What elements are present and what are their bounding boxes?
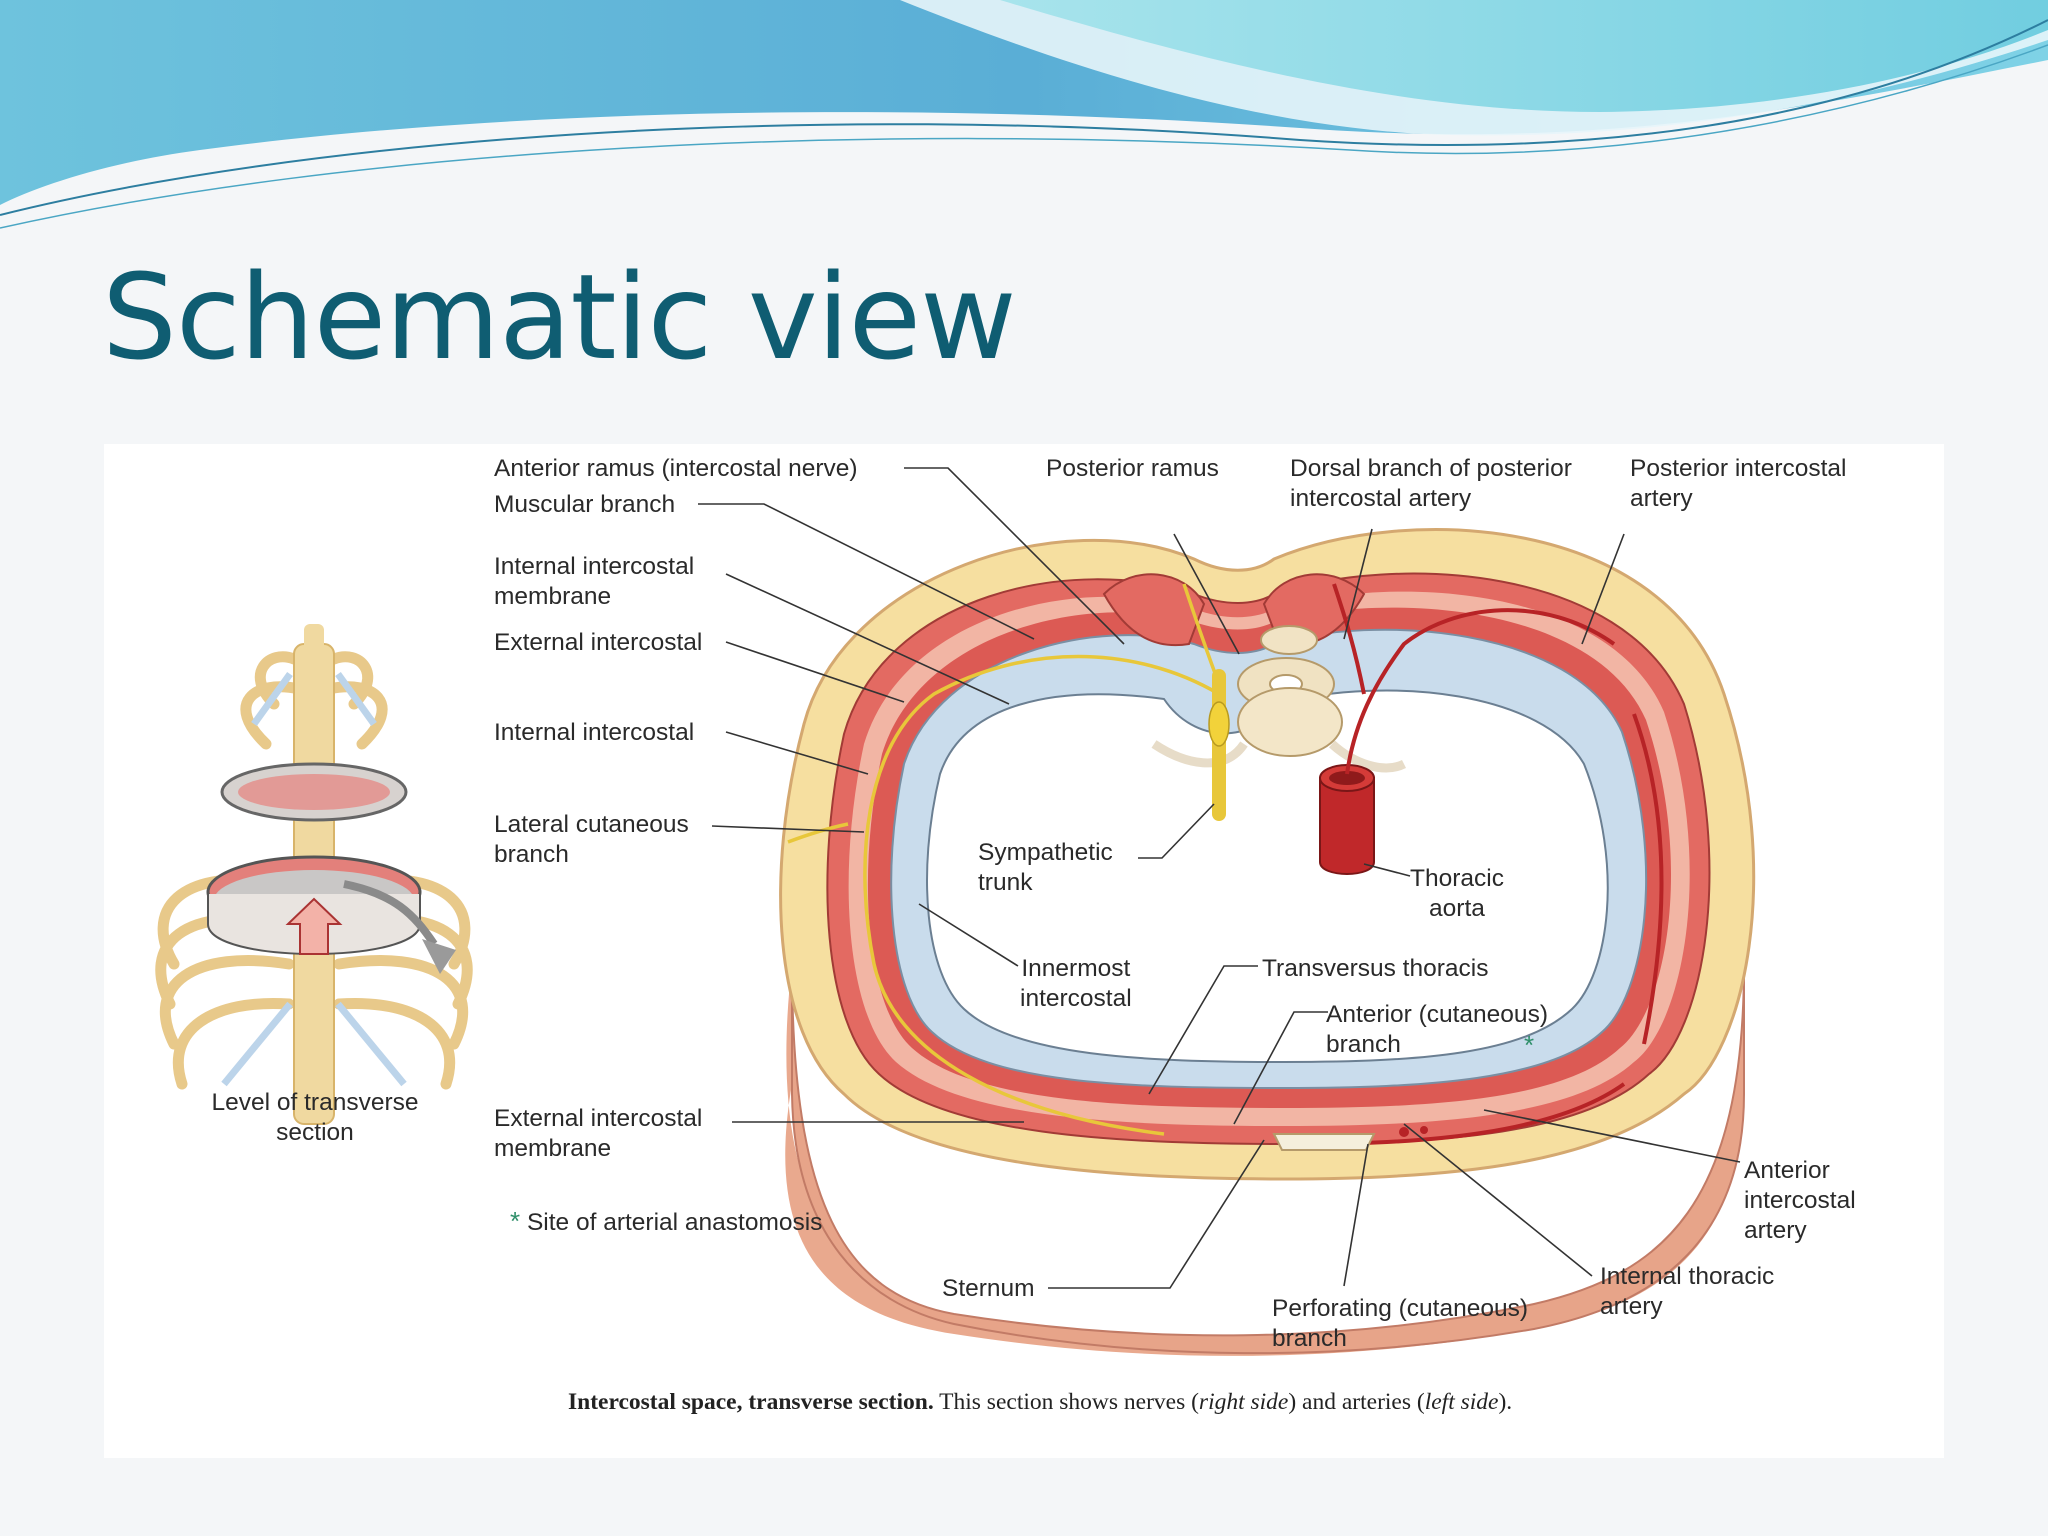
- label-lateral-cutaneous-branch: Lateral cutaneous branch: [494, 811, 689, 868]
- label-posterior-ramus: Posterior ramus: [1046, 455, 1219, 482]
- caption-text-3: ).: [1498, 1389, 1513, 1415]
- label-thoracic-aorta: Thoracic aorta: [1410, 865, 1504, 922]
- label-innermost-intercostal: Innermost intercostal: [1020, 955, 1132, 1012]
- label-external-intercostal: External intercostal: [494, 629, 703, 656]
- label-anterior-ramus: Anterior ramus (intercostal nerve): [494, 455, 858, 482]
- label-anterior-intercostal-artery: Anterior intercostal artery: [1744, 1157, 1856, 1244]
- anatomy-figure: Anterior ramus (intercostal nerve) Muscu…: [104, 444, 1944, 1458]
- label-transversus-thoracis: Transversus thoracis: [1262, 955, 1489, 982]
- label-sympathetic-trunk: Sympathetic trunk: [978, 839, 1113, 896]
- caption-text-1: This section shows nerves (: [933, 1389, 1199, 1415]
- label-internal-intercostal-membrane: Internal intercostal membrane: [494, 553, 695, 610]
- legend-star-icon: *: [510, 1206, 521, 1236]
- label-perforating-branch: Perforating (cutaneous) branch: [1272, 1295, 1529, 1352]
- label-internal-thoracic-artery: Internal thoracic artery: [1600, 1263, 1775, 1320]
- caption-text-2: ) and arteries (: [1288, 1389, 1425, 1415]
- leader-lines: [698, 467, 1741, 1289]
- wave-banner: [0, 0, 2048, 229]
- transverse-section: [779, 528, 1756, 1356]
- caption-italic-2: left side: [1424, 1389, 1499, 1415]
- slide-title: Schematic view: [102, 248, 1017, 386]
- label-dorsal-branch: Dorsal branch of posterior intercostal a…: [1290, 455, 1572, 512]
- label-internal-intercostal: Internal intercostal: [494, 719, 695, 746]
- label-posterior-intercostal-artery: Posterior intercostal artery: [1630, 455, 1847, 512]
- label-level-of-section: Level of transverse section: [211, 1089, 419, 1146]
- legend-anastomosis: * Site of arterial anastomosis: [510, 1206, 822, 1238]
- caption-bold: Intercostal space, transverse section.: [568, 1389, 934, 1415]
- caption-italic-1: right side: [1198, 1389, 1289, 1415]
- figure-caption: Intercostal space, transverse section. T…: [568, 1389, 1512, 1416]
- label-anterior-cutaneous-branch: Anterior (cutaneous) branch: [1326, 1001, 1548, 1058]
- label-external-intercostal-membrane: External intercostal membrane: [494, 1105, 703, 1162]
- label-muscular-branch: Muscular branch: [494, 491, 676, 518]
- legend-anastomosis-text: Site of arterial anastomosis: [526, 1209, 823, 1236]
- anastomosis-star-marker: *: [1524, 1030, 1535, 1060]
- ribcage-inset: [155, 624, 473, 1125]
- label-sternum: Sternum: [942, 1275, 1035, 1302]
- anatomy-illustration: [155, 467, 1756, 1356]
